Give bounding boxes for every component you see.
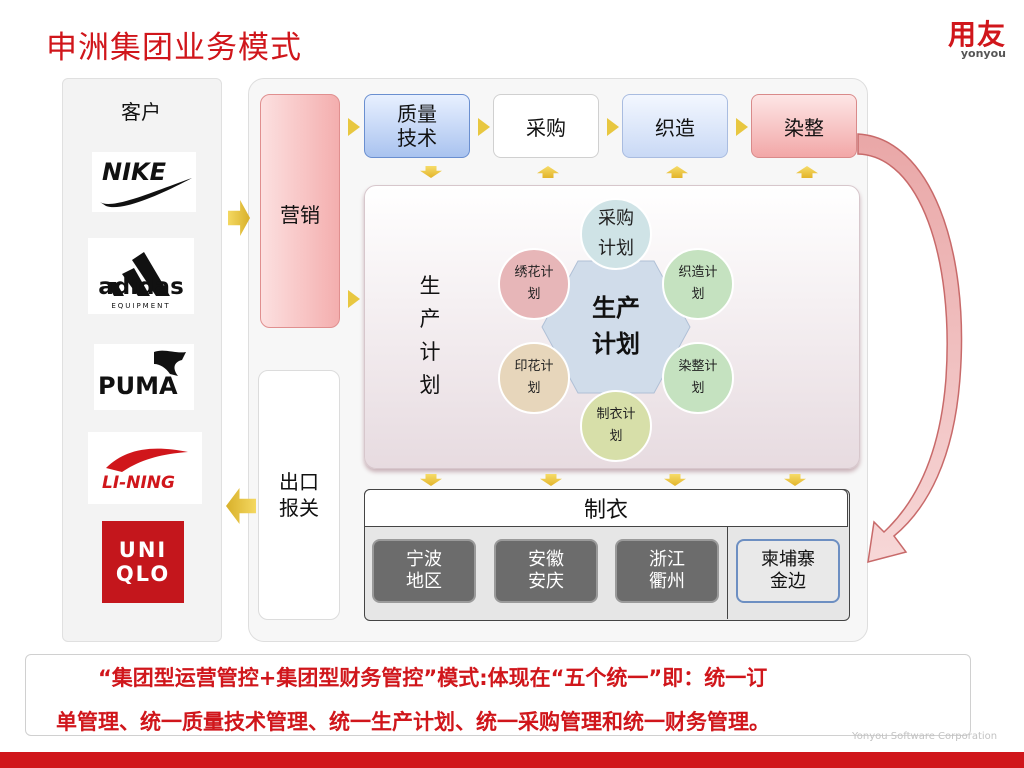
curved-arrow-dyeing-to-cambodia: [857, 133, 963, 564]
site-phnom-penh-line-1: 柬埔寨: [761, 549, 815, 570]
dyeing-plan-node: 染整计 划: [662, 342, 734, 414]
arrow-customers-to-marketing: [228, 200, 250, 236]
adidas-wordmark: adidas: [98, 274, 184, 300]
puma-wordmark: PUMA: [98, 372, 178, 400]
nike-wordmark: NIKE: [102, 158, 167, 186]
step-quality-technology: 质量 技术: [364, 94, 470, 158]
site-anqing-line-1: 安徽: [528, 549, 564, 570]
marketing-label: 营销: [280, 203, 320, 227]
uniqlo-line-2: QLO: [115, 562, 171, 586]
site-anqing: 安徽 安庆: [494, 539, 598, 603]
yonyou-logo: 用友 yonyou: [936, 20, 1006, 60]
embroidery-plan-line-2: 划: [527, 287, 541, 302]
site-ningbo: 宁波 地区: [372, 539, 476, 603]
center-line-1: 生产: [592, 294, 640, 322]
garment-making-title: 制衣: [583, 498, 628, 523]
adidas-logo: adidas EQUIPMENT: [88, 238, 194, 314]
footer-company: Yonyou Software Corporation: [852, 731, 998, 742]
logo-text: 用友: [947, 18, 1006, 51]
step-purchase: 采购: [493, 94, 599, 158]
production-label-char-4: 划: [419, 373, 441, 397]
printing-plan-line-2: 划: [527, 381, 541, 396]
purchase-plan-line-1: 采购: [598, 208, 634, 229]
site-phnom-penh: 柬埔寨 金边: [736, 539, 840, 603]
page-title: 申洲集团业务模式: [46, 30, 302, 66]
export-customs-box: 出口 报关: [258, 370, 340, 620]
summary-line-1: “集团型运营管控+集团型财务管控”模式:体现在“五个统一”即：统一订: [98, 666, 768, 690]
marketing-box: 营销: [260, 94, 340, 328]
arrow-purchase-to-weaving: [607, 118, 619, 136]
uniqlo-logo: UNI QLO: [102, 521, 184, 603]
export-label-line-2: 报关: [279, 496, 319, 520]
weaving-plan-line-2: 划: [691, 287, 705, 302]
production-plan-hexagon: [541, 260, 691, 394]
arrow-marketing-to-production: [348, 290, 360, 308]
lining-wordmark: LI-NING: [102, 473, 175, 493]
summary-box: [25, 654, 971, 736]
step-quality-line-2: 技术: [397, 126, 437, 150]
embroidery-plan-node: 绣花计 划: [498, 248, 570, 320]
production-label-char-2: 产: [419, 307, 441, 331]
site-anqing-line-2: 安庆: [528, 571, 564, 592]
puma-logo: PUMA: [94, 344, 194, 410]
garment-making-header: 制衣: [364, 489, 848, 527]
step-purchase-label: 采购: [526, 115, 566, 140]
site-quzhou-line-2: 衢州: [649, 571, 685, 592]
purchase-plan-node: 采购 计划: [580, 198, 652, 270]
center-line-2: 计划: [592, 330, 640, 358]
site-quzhou: 浙江 衢州: [615, 539, 719, 603]
dyeing-plan-line-1: 染整计: [678, 359, 718, 374]
printing-plan-line-1: 印花计: [514, 359, 554, 374]
garment-plan-line-1: 制衣计: [596, 407, 636, 422]
arrow-weaving-to-dyeing: [736, 118, 748, 136]
step-dyeing-finishing: 染整: [751, 94, 857, 158]
production-label-char-1: 生: [419, 274, 441, 298]
site-quzhou-line-1: 浙江: [649, 549, 685, 570]
site-phnom-penh-line-2: 金边: [770, 571, 806, 592]
logo-subtext: yonyou: [960, 47, 1006, 60]
summary-line-2: 单管理、统一质量技术管理、统一生产计划、统一采购管理和统一财务管理。: [56, 710, 770, 734]
site-ningbo-line-2: 地区: [406, 571, 442, 592]
step-weaving: 织造: [622, 94, 728, 158]
uniqlo-line-1: UNI: [118, 538, 168, 562]
embroidery-plan-line-1: 绣花计: [514, 265, 554, 280]
arrow-quality-to-purchase: [478, 118, 490, 136]
production-label-char-3: 计: [419, 340, 441, 364]
lining-logo: LI-NING: [88, 432, 202, 504]
footer-bar: [0, 752, 1024, 768]
purchase-plan-line-2: 计划: [598, 238, 634, 259]
dyeing-plan-line-2: 划: [691, 381, 705, 396]
customers-title: 客户: [121, 100, 161, 124]
production-plan-center: 生产 计划: [560, 280, 672, 372]
adidas-subtext: EQUIPMENT: [111, 302, 170, 310]
weaving-plan-line-1: 织造计: [678, 265, 718, 280]
export-label-line-1: 出口: [279, 470, 319, 494]
weaving-plan-node: 织造计 划: [662, 248, 734, 320]
step-weaving-label: 织造: [655, 115, 695, 140]
garment-plan-line-2: 划: [609, 429, 623, 444]
production-planning-label: 生 产 计 划: [418, 270, 442, 402]
printing-plan-node: 印花计 划: [498, 342, 570, 414]
step-dyeing-label: 染整: [784, 115, 824, 140]
site-ningbo-line-1: 宁波: [406, 549, 442, 570]
garment-plan-node: 制衣计 划: [580, 390, 652, 462]
nike-logo: NIKE: [92, 152, 196, 212]
sewing-divider: [727, 527, 728, 619]
step-quality-line-1: 质量: [397, 102, 437, 126]
arrow-marketing-to-quality: [348, 118, 360, 136]
